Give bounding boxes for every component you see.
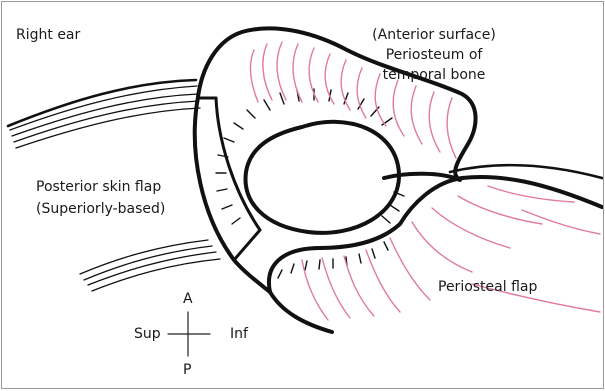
posterior-rim-inner bbox=[216, 98, 260, 230]
anterior-line-3: temporal bone bbox=[354, 68, 514, 82]
posterior-rim bbox=[195, 97, 270, 292]
posterior-line-2: (Superiorly-based) bbox=[36, 202, 165, 216]
orientation-anterior: A bbox=[183, 292, 193, 306]
orientation-posterior: P bbox=[183, 363, 191, 377]
orientation-inferior: Inf bbox=[230, 327, 248, 341]
orientation-cross bbox=[168, 312, 210, 356]
posterior-skin-flap-label: Posterior skin flap (Superiorly-based) bbox=[36, 180, 165, 216]
anterior-line-2: Periosteum of bbox=[354, 48, 514, 62]
orientation-superior: Sup bbox=[134, 327, 161, 341]
skin-flap-lower-lines bbox=[80, 240, 220, 291]
anterior-line-1: (Anterior surface) bbox=[354, 28, 514, 42]
posterior-notch bbox=[200, 98, 260, 260]
periosteum-pink-strokes bbox=[251, 42, 600, 320]
side-label: Right ear bbox=[16, 28, 80, 42]
skin-flap-upper-lines bbox=[10, 86, 200, 148]
posterior-line-1: Posterior skin flap bbox=[36, 180, 165, 194]
anterior-surface-label: (Anterior surface) Periosteum of tempora… bbox=[354, 28, 514, 82]
periosteal-flap-label: Periosteal flap bbox=[438, 280, 537, 294]
ear-canal-outline bbox=[246, 122, 399, 233]
